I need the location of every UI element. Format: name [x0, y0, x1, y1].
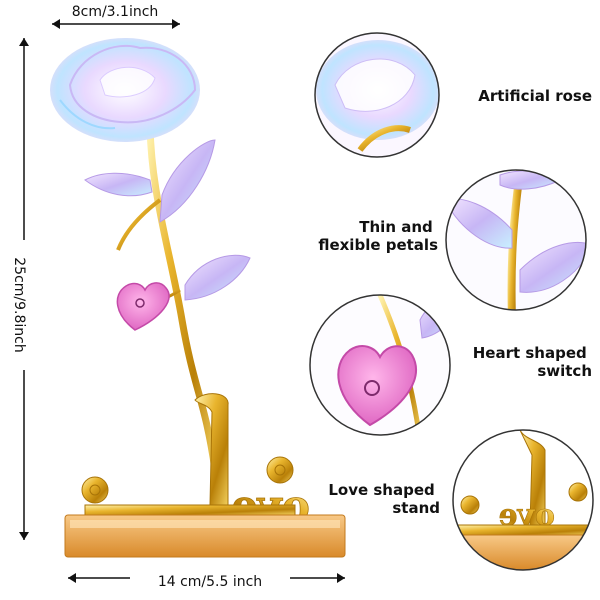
rose-product-image: ove	[50, 38, 346, 558]
base-label: 14 cm/5.5 inch	[158, 574, 262, 590]
feature-label-rose: Artificial rose	[478, 87, 592, 105]
detail-circle-heart	[309, 294, 451, 436]
feature-label-heart: Heart shaped switch	[473, 344, 592, 380]
feature-label-petals: Thin and flexible petals	[318, 218, 438, 254]
feature-label-stand: Love shaped stand	[328, 481, 440, 517]
base-dimension: 14 cm/5.5 inch	[68, 570, 345, 590]
width-dimension: 8cm/3.1inch	[52, 2, 180, 29]
width-label: 8cm/3.1inch	[72, 4, 159, 20]
detail-circle-petals	[445, 169, 587, 311]
height-label: 25cm/9.8inch	[11, 257, 27, 352]
detail-circle-stand: ove	[452, 429, 594, 571]
height-dimension: 25cm/9.8inch	[5, 38, 35, 540]
detail-circle-rose	[314, 32, 440, 158]
